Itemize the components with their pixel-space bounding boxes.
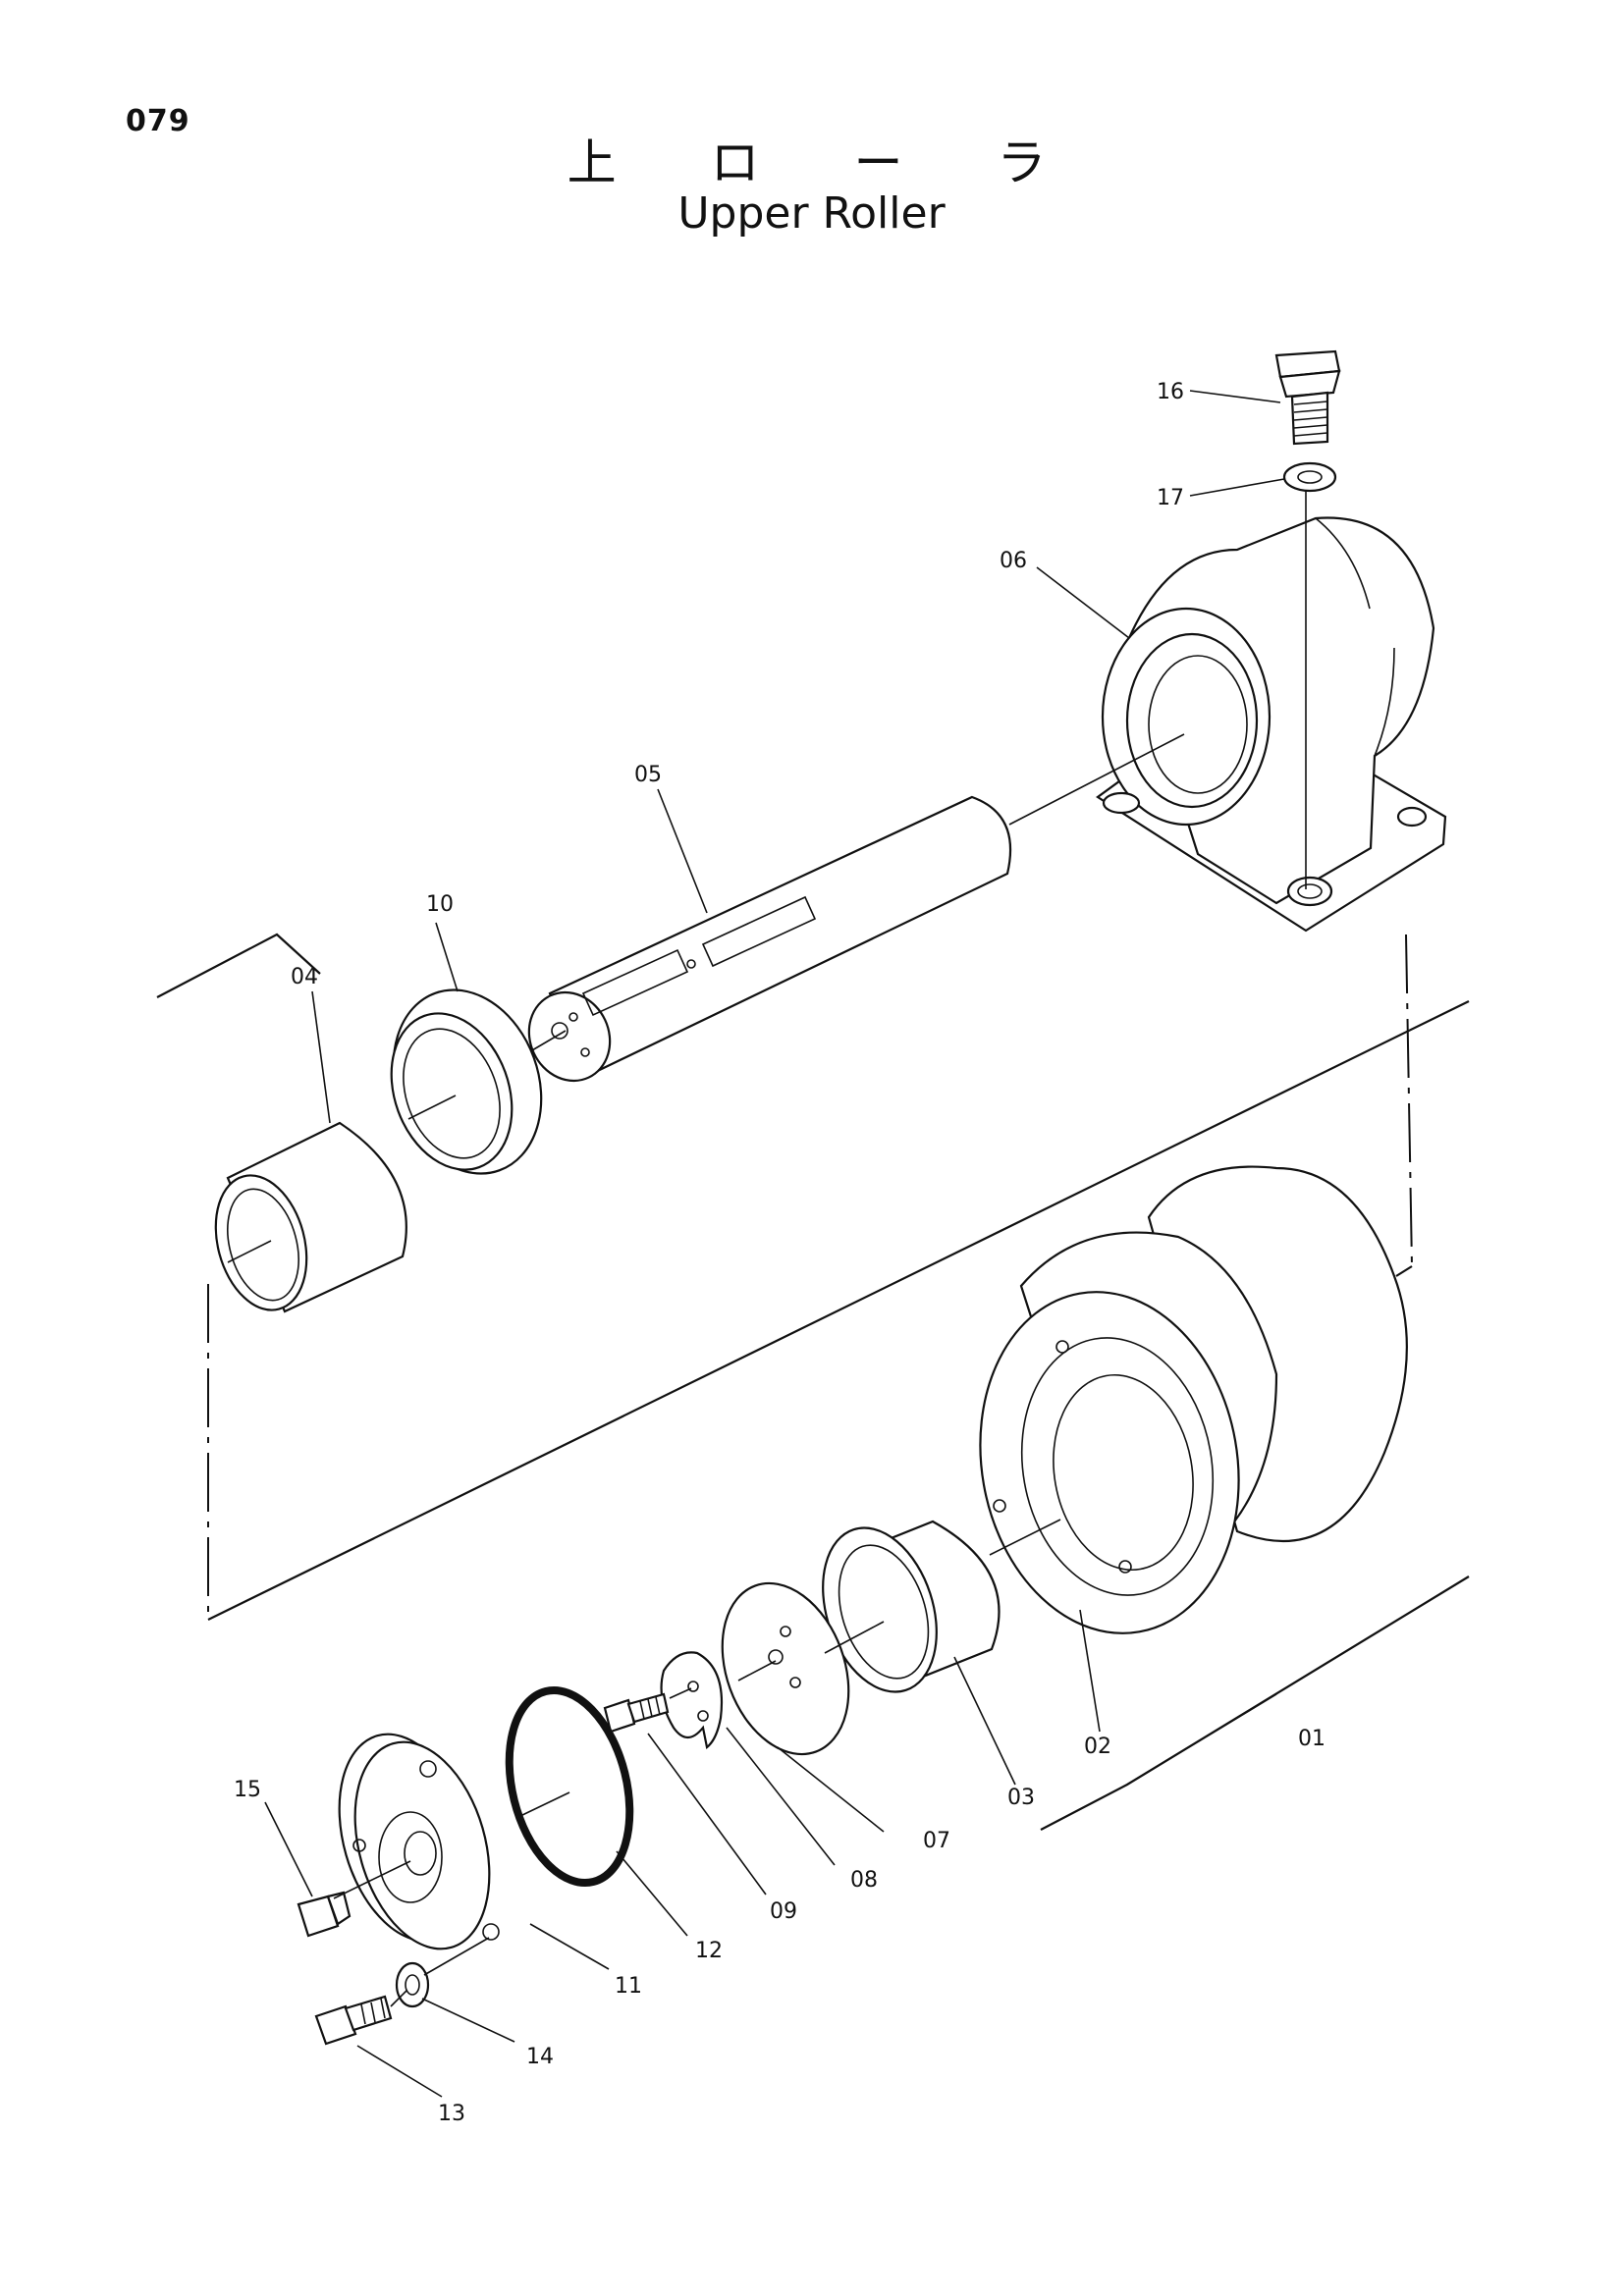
part-label-02: 02 bbox=[1084, 1735, 1111, 1759]
part-08-lockplate bbox=[660, 1651, 723, 1749]
part-02-roller bbox=[979, 1165, 1408, 1634]
part-14-washer bbox=[395, 1961, 430, 2008]
title-japanese: 上 ロ ー ラ bbox=[567, 134, 1086, 191]
part-label-07: 07 bbox=[923, 1829, 950, 1853]
title-english: Upper Roller bbox=[677, 188, 946, 239]
part-label-01: 01 bbox=[1298, 1727, 1325, 1751]
part-label-11: 11 bbox=[615, 1974, 642, 1999]
part-label-17: 17 bbox=[1157, 486, 1184, 510]
part-07-plate bbox=[721, 1581, 850, 1756]
part-label-13: 13 bbox=[438, 2102, 465, 2126]
part-label-16: 16 bbox=[1157, 380, 1184, 404]
part-12-oring bbox=[505, 1685, 634, 1888]
page-number: 079 bbox=[126, 104, 190, 138]
part-03-seal bbox=[822, 1520, 1001, 1693]
part-11-cover bbox=[338, 1733, 500, 1950]
part-label-08: 08 bbox=[850, 1868, 878, 1893]
part-label-14: 14 bbox=[526, 2045, 554, 2069]
part-09-bolt bbox=[603, 1692, 670, 1734]
part-label-09: 09 bbox=[770, 1899, 797, 1924]
part-13-bolt bbox=[314, 1995, 393, 2046]
part-labels: 16 17 06 05 10 04 01 02 03 07 08 09 12 1… bbox=[234, 380, 1325, 2126]
leader-lines bbox=[264, 390, 1285, 2098]
part-label-04: 04 bbox=[291, 965, 318, 989]
part-label-15: 15 bbox=[234, 1778, 261, 1802]
part-label-05: 05 bbox=[634, 763, 662, 787]
part-04-bushing bbox=[214, 1121, 407, 1313]
part-10-seal bbox=[390, 988, 543, 1175]
assembly-lines bbox=[227, 491, 1307, 2007]
part-16-bolt bbox=[1274, 349, 1341, 446]
part-17-washer bbox=[1282, 461, 1337, 493]
part-label-10: 10 bbox=[426, 892, 454, 917]
part-label-03: 03 bbox=[1007, 1786, 1035, 1810]
part-15-plug bbox=[297, 1891, 352, 1938]
part-06-bracket bbox=[1096, 516, 1447, 933]
part-label-12: 12 bbox=[695, 1939, 723, 1963]
part-label-06: 06 bbox=[1000, 549, 1027, 573]
part-05-shaft bbox=[527, 795, 1012, 1083]
